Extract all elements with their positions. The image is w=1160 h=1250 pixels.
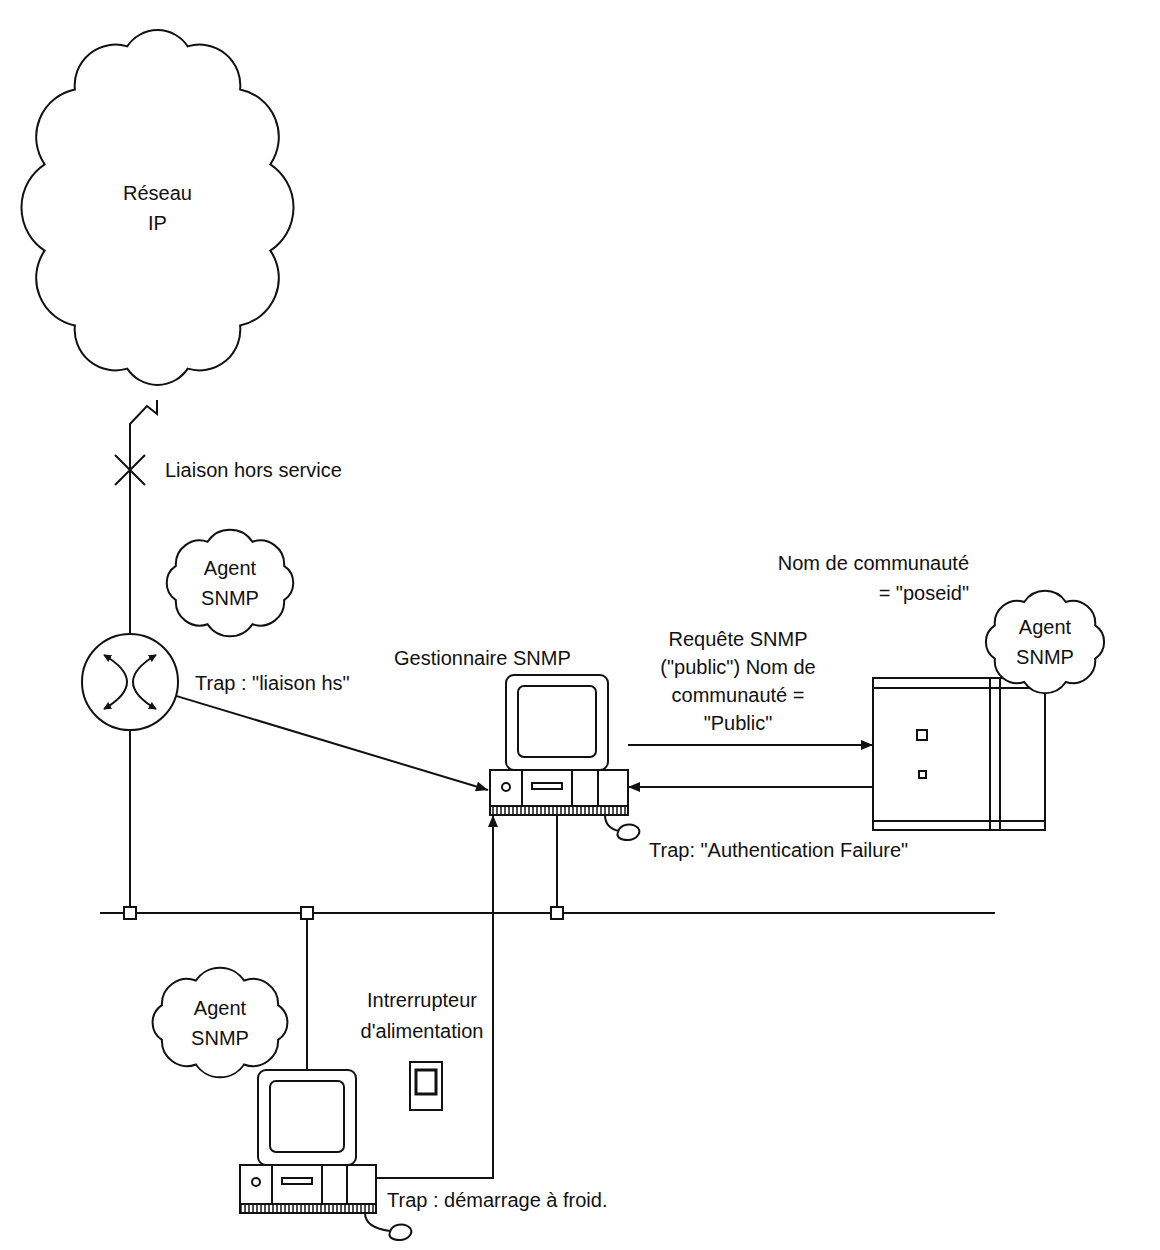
monitor-screen bbox=[518, 686, 596, 757]
cloud-text: Agent SNMP bbox=[193, 553, 267, 613]
cloud-shape bbox=[140, 960, 300, 1085]
edge-label: Trap: "Authentication Failure" bbox=[646, 838, 911, 862]
cloud-text: Réseau IP bbox=[121, 178, 195, 238]
cabinet-button bbox=[917, 730, 927, 740]
edge-label: Requête SNMP ("public") Nom de communaut… bbox=[648, 625, 828, 737]
agent-cloud: Agent SNMP bbox=[140, 960, 300, 1085]
cloud-outline bbox=[153, 968, 288, 1078]
manager-computer bbox=[490, 675, 639, 840]
edge-label-box: Trap : "liaison hs" bbox=[192, 671, 353, 695]
edge-label-box: Trap: "Authentication Failure" bbox=[646, 838, 911, 862]
workstation: Agent SNMP bbox=[240, 1068, 376, 1217]
unit-vent bbox=[490, 806, 628, 815]
drive-slot bbox=[532, 783, 562, 789]
unit-divider bbox=[571, 770, 573, 806]
edge-label-box: Trap : démarrage à froid. bbox=[384, 1188, 610, 1212]
uplink-wire bbox=[129, 730, 131, 907]
bus-tap bbox=[551, 907, 563, 919]
cabinet-door-edge bbox=[999, 678, 1001, 830]
station-heading: Gestionnaire SNMP bbox=[394, 643, 571, 673]
cloud-text: Agent SNMP bbox=[1008, 612, 1082, 672]
edge-label-box: Requête SNMP ("public") Nom de communaut… bbox=[648, 625, 828, 737]
system-unit bbox=[490, 770, 628, 815]
cabinet-body bbox=[873, 678, 1045, 830]
switch-label-box: Intrerrupteur d'alimentation bbox=[356, 985, 488, 1047]
cloud-outline bbox=[986, 591, 1104, 693]
cabinet-door-edge bbox=[989, 678, 991, 830]
switch-plate bbox=[410, 1062, 442, 1110]
monitor-screen bbox=[270, 1081, 344, 1152]
cloud-shape bbox=[155, 522, 305, 644]
agent-cloud: Agent SNMP bbox=[975, 583, 1115, 701]
connector bbox=[130, 400, 157, 634]
switch-label: Intrerrupteur d'alimentation bbox=[356, 985, 488, 1047]
cabinet-trim bbox=[873, 687, 1045, 689]
community-note: Nom de communauté = "poseid" bbox=[772, 548, 972, 608]
switch-rocker bbox=[416, 1070, 436, 1094]
cloud-outline bbox=[21, 30, 293, 385]
community-note-box: Nom de communauté = "poseid" bbox=[772, 548, 972, 608]
edge-label: Trap : démarrage à froid. bbox=[384, 1188, 610, 1212]
mouse bbox=[389, 1225, 411, 1240]
router-arc bbox=[104, 655, 127, 709]
manager-wire bbox=[556, 815, 558, 907]
system-unit bbox=[240, 1165, 376, 1213]
connector bbox=[628, 786, 873, 788]
router-arc bbox=[133, 655, 156, 709]
unit-divider bbox=[271, 1165, 273, 1204]
cloud-text: Agent SNMP bbox=[183, 993, 257, 1053]
agent-cloud: Agent SNMP bbox=[155, 522, 305, 644]
mouse bbox=[617, 825, 639, 840]
router-body bbox=[82, 634, 178, 730]
mouse-cord bbox=[365, 1213, 390, 1231]
drive-slot bbox=[282, 1178, 312, 1184]
unit-vent bbox=[240, 1204, 376, 1213]
cloud-shape bbox=[15, 15, 300, 400]
workstation-computer bbox=[240, 1070, 411, 1240]
monitor-case bbox=[258, 1070, 356, 1165]
unit-divider bbox=[597, 770, 599, 806]
bus-tap bbox=[301, 907, 313, 919]
lan-bus bbox=[100, 912, 995, 914]
network-cloud: Réseau IP bbox=[15, 15, 300, 400]
connector bbox=[176, 696, 488, 790]
router: Agent SNMP bbox=[82, 634, 178, 730]
workstation-wire bbox=[306, 919, 308, 1070]
cabinet-trim bbox=[873, 820, 1045, 822]
router-symbol bbox=[82, 634, 178, 730]
cabinet-indicator bbox=[919, 771, 926, 778]
edge-label-box: Liaison hors service bbox=[162, 458, 345, 482]
unit-divider bbox=[321, 1165, 323, 1204]
cloud-shape bbox=[975, 583, 1115, 701]
cloud-outline bbox=[167, 530, 294, 636]
heading-box: Gestionnaire SNMP bbox=[394, 643, 571, 673]
power-switch bbox=[410, 1062, 442, 1110]
server: Agent SNMP bbox=[873, 678, 1045, 830]
monitor-case bbox=[506, 675, 608, 770]
server-cabinet bbox=[873, 678, 1045, 830]
power-led bbox=[502, 783, 510, 791]
network-cloud-outline: Réseau IP bbox=[15, 15, 300, 400]
manager-station: Gestionnaire SNMP bbox=[488, 675, 628, 815]
unit-divider bbox=[521, 770, 523, 806]
power-led bbox=[252, 1178, 260, 1186]
edge-label: Liaison hors service bbox=[162, 458, 345, 482]
bus-tap bbox=[124, 907, 136, 919]
edge-label: Trap : "liaison hs" bbox=[192, 671, 353, 695]
connector bbox=[628, 744, 873, 746]
unit-divider bbox=[346, 1165, 348, 1204]
mouse-cord bbox=[605, 815, 619, 831]
